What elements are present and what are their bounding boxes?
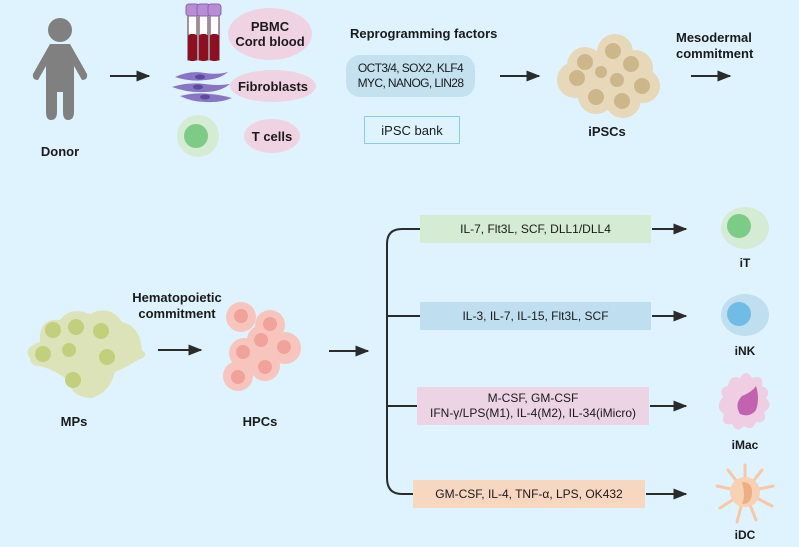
product-label-idc: iDC	[734, 528, 756, 542]
source-oval-fibroblasts: Fibroblasts	[230, 70, 316, 102]
ipsc-cluster-icon	[557, 34, 660, 118]
reprogramming-factors-box: OCT3/4, SOX2, KLF4 MYC, NANOG, LIN28	[346, 55, 475, 97]
source-oval-tcells: T cells	[244, 119, 300, 153]
branch-factors: IL-7, Flt3L, SCF, DLL1/DLL4	[460, 221, 611, 236]
ink-cell-icon	[721, 294, 769, 336]
person-icon	[32, 18, 88, 120]
branch-box-imac: M-CSF, GM-CSF IFN-γ/LPS(M1), IL-4(M2), I…	[417, 387, 649, 425]
hematopoietic-commitment-label: Hematopoietic commitment	[132, 290, 222, 322]
product-label-imac: iMac	[731, 438, 759, 452]
source-label-line1: PBMC	[250, 19, 290, 34]
blood-tubes-icon	[185, 3, 222, 61]
branch-box-it: IL-7, Flt3L, SCF, DLL1/DLL4	[420, 215, 651, 243]
mp-cluster-icon	[27, 310, 146, 398]
source-label: Fibroblasts	[237, 78, 309, 94]
product-label-it: iT	[739, 256, 751, 270]
branch-factors: GM-CSF, IL-4, TNF-α, LPS, OK432	[435, 486, 623, 501]
ipsc-bank-box: iPSC bank	[364, 116, 460, 144]
product-label-ink: iNK	[734, 344, 756, 358]
branch-box-ink: IL-3, IL-7, IL-15, Flt3L, SCF	[420, 302, 651, 330]
reprogramming-title: Reprogramming factors	[350, 26, 498, 41]
idc-cell-icon	[715, 463, 775, 524]
it-cell-icon	[721, 207, 769, 249]
hpcs-label: HPCs	[242, 414, 278, 429]
hematopoietic-line2: commitment	[138, 306, 216, 321]
factors-line2: MYC, NANOG, LIN28	[357, 76, 464, 90]
imac-cell-icon	[718, 373, 770, 430]
mps-label: MPs	[60, 414, 88, 429]
branch-bracket	[386, 228, 420, 495]
branch-factors-line2: IFN-γ/LPS(M1), IL-4(M2), IL-34(iMicro)	[429, 406, 637, 420]
fibroblast-cells-icon	[172, 72, 232, 103]
branch-box-idc: GM-CSF, IL-4, TNF-α, LPS, OK432	[413, 480, 645, 508]
hematopoietic-line1: Hematopoietic	[132, 290, 222, 305]
ipscs-label: iPSCs	[588, 124, 626, 139]
source-label: T cells	[251, 128, 293, 144]
mesodermal-commitment-label: Mesodermal commitment	[676, 30, 753, 62]
mesodermal-line1: Mesodermal	[676, 30, 752, 45]
branch-factors: IL-3, IL-7, IL-15, Flt3L, SCF	[462, 308, 609, 323]
t-cell-icon	[177, 115, 219, 157]
source-oval-pbmc: PBMC Cord blood	[228, 8, 312, 60]
branch-factors-line1: M-CSF, GM-CSF	[487, 391, 579, 405]
donor-label: Donor	[40, 144, 80, 159]
source-label-line2: Cord blood	[235, 34, 305, 49]
hpc-cluster-icon	[223, 302, 301, 391]
ipsc-bank-label: iPSC bank	[381, 122, 443, 138]
factors-line1: OCT3/4, SOX2, KLF4	[357, 61, 464, 75]
mesodermal-line2: commitment	[676, 46, 754, 61]
